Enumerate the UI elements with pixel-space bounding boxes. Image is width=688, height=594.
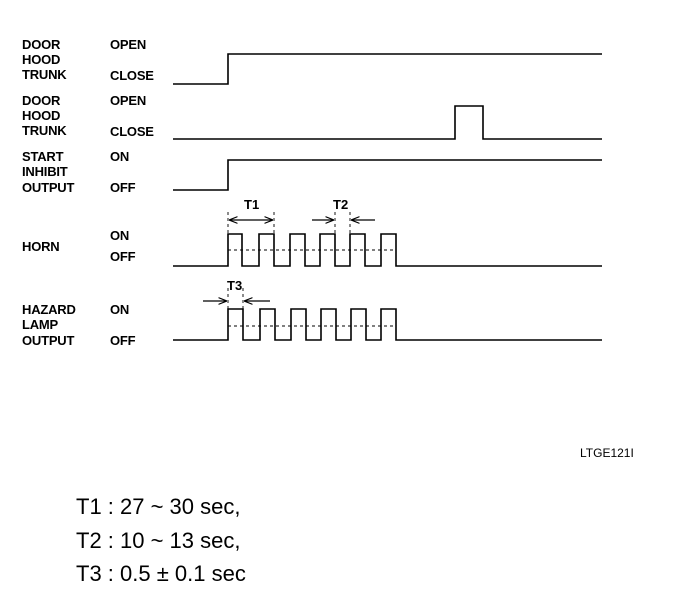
signal-label-line: INHIBIT [22, 164, 68, 179]
signal-label-line: DOOR [22, 93, 61, 108]
signal-label-line: HOOD [22, 52, 61, 67]
state-low-label: CLOSE [110, 124, 154, 139]
figure-code: LTGE121I [580, 446, 634, 460]
legend-t1: T1 : 27 ~ 30 sec, [76, 494, 241, 519]
signal-label-line: OUTPUT [22, 180, 75, 195]
state-high-label: OPEN [110, 37, 147, 52]
state-high-label: ON [110, 228, 130, 243]
state-low-label: OFF [110, 249, 136, 264]
legend-t3: T3 : 0.5 ± 0.1 sec [76, 561, 246, 586]
waveform-door-pulse [173, 105, 602, 140]
legend-t2: T2 : 10 ~ 13 sec, [76, 528, 241, 553]
signal-label-line: OUTPUT [22, 333, 75, 348]
signal-label-line: DOOR [22, 37, 61, 52]
signal-label-line: START [22, 149, 64, 164]
state-high-label: OPEN [110, 93, 147, 108]
signal-label-line: HAZARD [22, 302, 76, 317]
signal-label-line: LAMP [22, 317, 59, 332]
signal-label-line: TRUNK [22, 67, 67, 82]
t1-label: T1 [244, 197, 259, 212]
waveform-door-open [173, 53, 602, 85]
t3-label: T3 [227, 278, 242, 293]
signal-label-line: HORN [22, 239, 60, 254]
state-high-label: ON [110, 149, 130, 164]
state-low-label: OFF [110, 333, 136, 348]
state-high-label: ON [110, 302, 130, 317]
waveform-start-inhibit [173, 159, 602, 191]
waveform-hazard-lamp [173, 308, 602, 341]
state-low-label: OFF [110, 180, 136, 195]
signal-label-line: HOOD [22, 108, 61, 123]
t2-label: T2 [333, 197, 348, 212]
signal-label-line: TRUNK [22, 123, 67, 138]
waveform-horn [173, 233, 602, 267]
state-low-label: CLOSE [110, 68, 154, 83]
